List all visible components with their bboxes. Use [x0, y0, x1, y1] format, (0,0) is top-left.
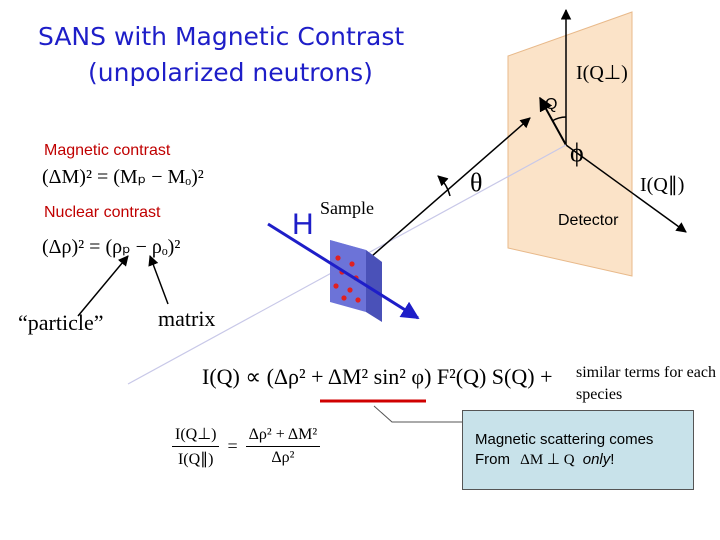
theta-arc [437, 175, 451, 197]
i-q-perp-label: I(Q⊥) [576, 62, 628, 84]
ratio-left-numerator: I(Q⊥) [172, 424, 220, 447]
note-line-1: Magnetic scattering comes [475, 431, 654, 448]
theta-label: θ [470, 168, 483, 197]
ratio-right-numerator: Δρ² + ΔM² [245, 426, 321, 447]
title-line-2: (unpolarized neutrons) [88, 58, 373, 87]
nuclear-contrast-equation: (Δρ)² = (ρₚ − ρₒ)² [42, 236, 181, 258]
particle-pointer [77, 255, 129, 317]
sample-side [366, 250, 382, 322]
detector-label: Detector [558, 212, 619, 229]
note-end: ! [610, 451, 615, 468]
ratio-left-denominator: I(Q∥) [177, 451, 214, 468]
sample-face [330, 240, 366, 312]
note-connector [373, 405, 462, 423]
q-vector [539, 96, 567, 146]
phi-label: ϕ [570, 138, 584, 167]
magnetic-contrast-label: Magnetic contrast [44, 142, 171, 159]
particle-label: “particle” [18, 310, 104, 335]
note-from: From [475, 451, 510, 468]
similar-terms-note: similar terms for each species [576, 364, 716, 403]
intensity-ratio-equation: I(Q⊥) I(Q∥) = Δρ² + ΔM² Δρ² [172, 424, 321, 469]
note-only: only [582, 451, 611, 468]
ratio-equals: = [227, 436, 238, 456]
ratio-right-denominator: Δρ² [271, 449, 295, 466]
field-h-arrow [267, 222, 420, 320]
sample-label: Sample [320, 198, 374, 218]
matrix-label: matrix [158, 306, 216, 331]
note-relation: ΔM ⊥ Q [520, 452, 575, 468]
ratio-right-fraction: Δρ² + ΔM² Δρ² [245, 426, 321, 467]
matrix-pointer [148, 255, 169, 305]
phi-arc [551, 116, 567, 122]
detector-horizontal-axis [565, 144, 687, 233]
field-h-label: H [292, 208, 314, 241]
i-q-par-label: I(Q∥) [640, 174, 685, 196]
detector-plane [507, 11, 633, 277]
main-scattering-equation: I(Q) ∝ (Δρ² + ΔM² sin² φ) F²(Q) S(Q) + [202, 364, 553, 389]
scattered-beam [355, 117, 531, 271]
q-vector-label: Q [545, 96, 558, 113]
note-line-2: From ΔM ⊥ Q only! [475, 450, 683, 469]
magnetic-contrast-equation: (ΔM)² = (Mₚ − Mₒ)² [42, 166, 204, 188]
magnetic-scattering-note: Magnetic scattering comes From ΔM ⊥ Q on… [462, 410, 694, 490]
nuclear-contrast-label: Nuclear contrast [44, 204, 161, 221]
ratio-left-fraction: I(Q⊥) I(Q∥) [172, 424, 220, 469]
title-line-1: SANS with Magnetic Contrast [38, 22, 405, 51]
